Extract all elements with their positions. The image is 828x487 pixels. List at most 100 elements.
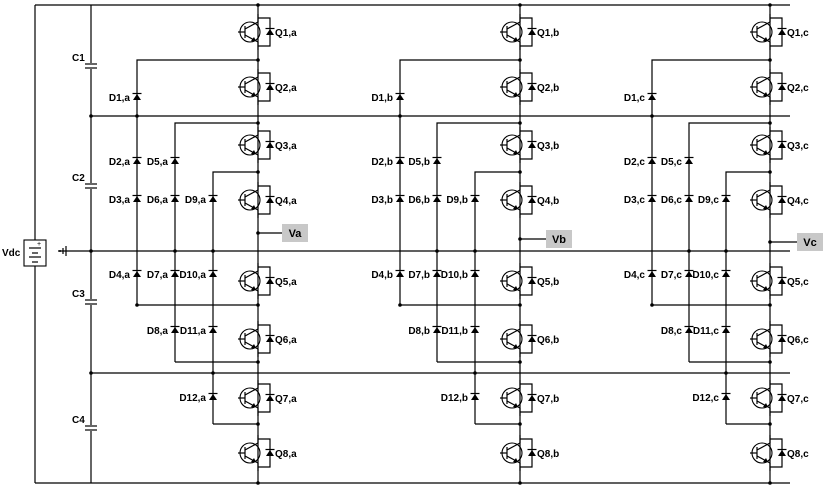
transistor-collector — [506, 442, 521, 451]
diode-label: D7,b — [408, 270, 430, 281]
junction-dot — [768, 303, 772, 307]
diode-triangle — [648, 196, 656, 202]
diode-triangle — [266, 29, 274, 35]
transistor-collector — [244, 442, 259, 451]
junction-dot — [256, 58, 260, 62]
igbt-switch — [238, 380, 275, 416]
junction-dot — [473, 249, 477, 253]
switch-label: Q4,c — [787, 196, 809, 207]
emitter-arrow — [763, 150, 768, 154]
diode-triangle — [209, 196, 217, 202]
igbt-switch — [750, 127, 787, 163]
output-label-box — [546, 230, 572, 248]
transistor-collector — [506, 76, 521, 85]
diode-label: D6,a — [147, 195, 169, 206]
junction-dot — [135, 114, 139, 118]
diode-label: D2,b — [371, 157, 393, 168]
capacitor-label: C1 — [72, 53, 85, 64]
clamping-diode — [395, 194, 405, 202]
clamp-wire — [651, 59, 770, 305]
emitter-arrow — [251, 205, 256, 209]
diode-triangle — [685, 327, 693, 333]
junction-dot — [768, 58, 772, 62]
source-label: Vdc — [2, 248, 21, 259]
transistor-collector — [756, 328, 771, 337]
diode-triangle — [528, 450, 536, 456]
emitter-arrow — [513, 458, 518, 462]
junction-dot — [768, 422, 772, 426]
switch-label: Q2,b — [537, 83, 559, 94]
antiparallel-diode — [265, 393, 275, 401]
antiparallel-diode — [265, 82, 275, 90]
antiparallel-diode — [777, 334, 787, 342]
diode-triangle — [648, 94, 656, 100]
diode-triangle — [133, 94, 141, 100]
diode-triangle — [471, 196, 479, 202]
clamping-diode — [132, 269, 142, 277]
emitter-arrow — [251, 286, 256, 290]
junction-dot — [768, 121, 772, 125]
clamping-diode — [170, 325, 180, 333]
clamping-diode — [432, 156, 442, 164]
junction-dot — [768, 3, 772, 7]
junction-dot — [398, 114, 402, 118]
cap-gap — [85, 183, 97, 189]
diode-triangle — [171, 327, 179, 333]
capacitor-label: C4 — [72, 415, 85, 426]
diode-triangle — [722, 271, 730, 277]
switch-label: Q1,c — [787, 28, 809, 39]
diode-triangle — [528, 395, 536, 401]
diode-label: D8,a — [147, 326, 169, 337]
diode-triangle — [171, 271, 179, 277]
diode-label: D6,c — [661, 195, 683, 206]
junction-dot — [687, 249, 691, 253]
junction-dot — [518, 3, 522, 7]
output-label-box — [282, 224, 308, 242]
diode-label: D8,c — [661, 326, 683, 337]
clamp-wire — [725, 171, 770, 424]
transistor-collector — [756, 270, 771, 279]
capacitor: C4 — [72, 415, 97, 431]
switch-label: Q6,b — [537, 335, 559, 346]
transistor-collector — [244, 328, 259, 337]
junction-dot — [518, 303, 522, 307]
junction-dot — [89, 114, 93, 118]
diode-triangle — [722, 196, 730, 202]
junction-dot — [768, 360, 772, 364]
clamping-diode — [470, 325, 480, 333]
diode-triangle — [648, 158, 656, 164]
emitter-arrow — [251, 92, 256, 96]
antiparallel-diode — [777, 393, 787, 401]
diode-triangle — [133, 196, 141, 202]
diode-triangle — [778, 142, 786, 148]
diode-label: D11,c — [693, 326, 720, 337]
transistor-collector — [244, 270, 259, 279]
emitter-arrow — [513, 286, 518, 290]
junction-dot — [768, 170, 772, 174]
clamping-diode — [684, 194, 694, 202]
emitter-arrow — [513, 37, 518, 41]
clamping-diode — [684, 269, 694, 277]
capacitor-label: C2 — [72, 173, 85, 184]
junction-dot — [650, 303, 654, 307]
junction-dot — [211, 249, 215, 253]
junction-dot — [650, 114, 654, 118]
clamping-diode — [470, 194, 480, 202]
diode-triangle — [528, 29, 536, 35]
transistor-collector — [506, 270, 521, 279]
antiparallel-diode — [777, 276, 787, 284]
clamping-diode — [208, 269, 218, 277]
antiparallel-diode — [777, 448, 787, 456]
diode-triangle — [433, 158, 441, 164]
clamping-diode — [647, 194, 657, 202]
diode-triangle — [433, 327, 441, 333]
clamping-diode — [684, 156, 694, 164]
diode-triangle — [685, 271, 693, 277]
switch-label: Q3,a — [275, 141, 297, 152]
output-label: Vc — [803, 237, 816, 249]
clamping-diode — [647, 269, 657, 277]
igbt-switch — [500, 380, 537, 416]
igbt-switch — [238, 127, 275, 163]
igbt-switch — [238, 435, 275, 471]
